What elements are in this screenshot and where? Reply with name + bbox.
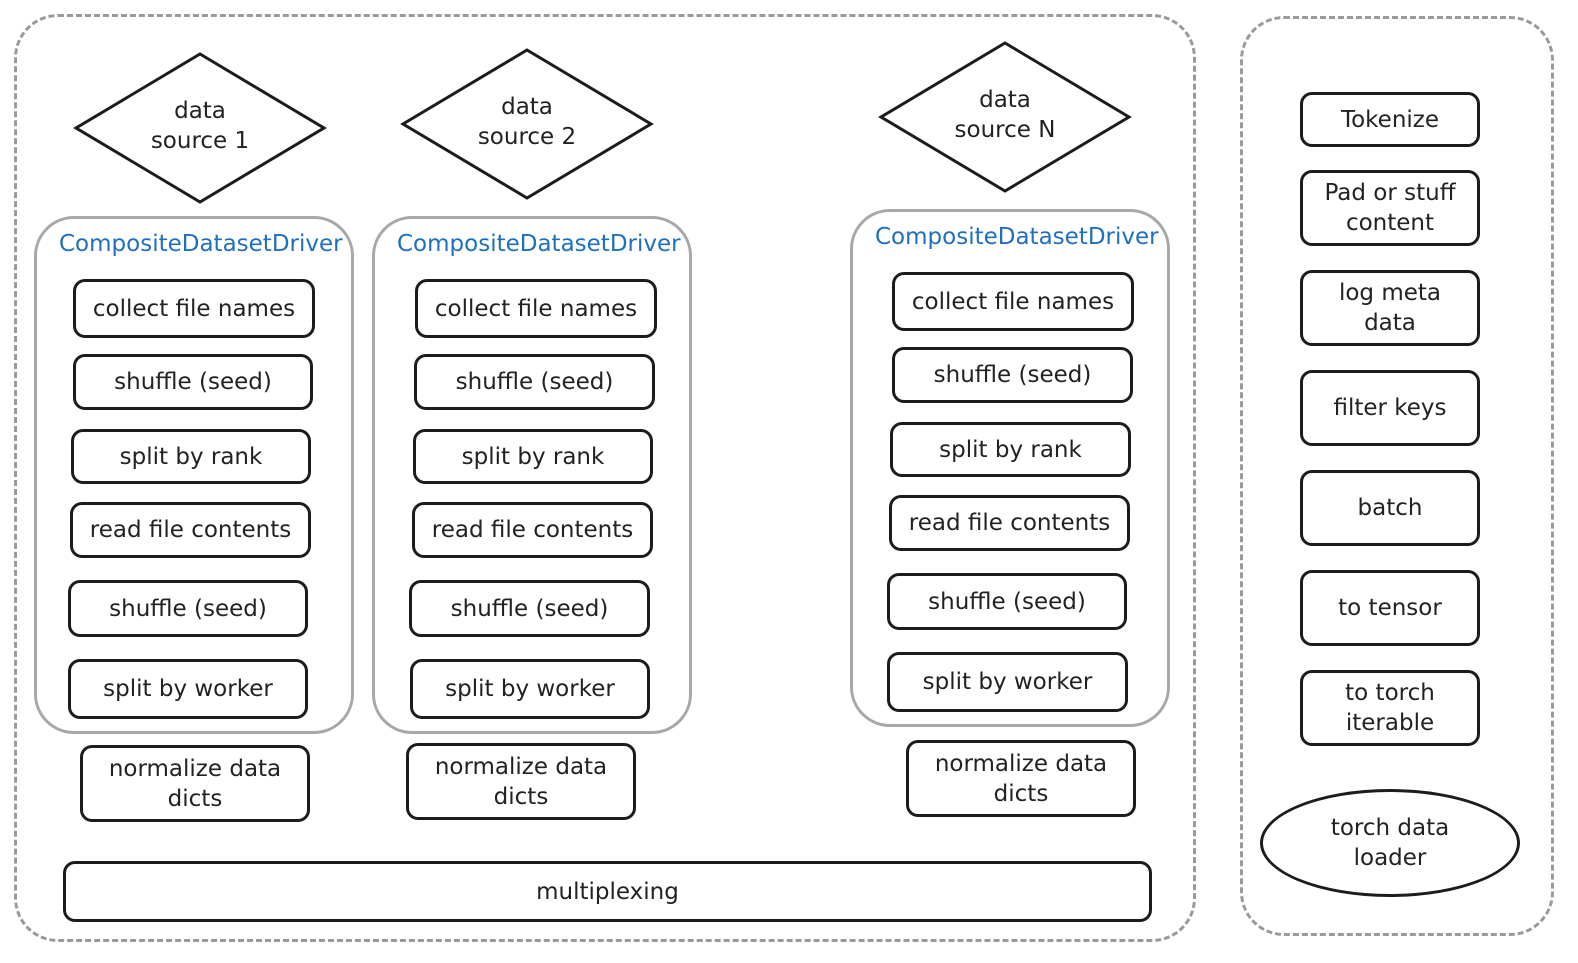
shuffle-seed-box-na: shuffle (seed) <box>892 347 1133 403</box>
batch-box: batch <box>1300 470 1480 546</box>
split-by-rank-box-n: split by rank <box>890 422 1131 477</box>
tokenize-box: Tokenize <box>1300 92 1480 147</box>
shuffle-seed-box-2a: shuffle (seed) <box>414 354 655 410</box>
data-source-1-label: data source 1 <box>150 98 250 154</box>
log-meta-data-box: log meta data <box>1300 270 1480 346</box>
to-tensor-box: to tensor <box>1300 570 1480 646</box>
torch-data-loader-ellipse: torch data loader <box>1260 789 1520 897</box>
data-source-2-label: data source 2 <box>477 94 577 150</box>
data-source-1-diamond <box>73 52 327 204</box>
normalize-data-dicts-box-2: normalize data dicts <box>406 743 636 820</box>
read-file-contents-box-2: read file contents <box>412 502 653 558</box>
data-sources-panel <box>14 14 1196 942</box>
split-by-worker-box-n: split by worker <box>887 652 1128 712</box>
split-by-rank-box-2: split by rank <box>413 429 653 484</box>
collect-file-names-box-n: collect file names <box>892 272 1134 331</box>
pipeline-panel <box>1240 16 1554 936</box>
shuffle-seed-box-2b: shuffle (seed) <box>409 580 650 637</box>
driver-2-label: CompositeDatasetDriver <box>397 231 681 257</box>
shuffle-seed-box-1b: shuffle (seed) <box>68 580 308 637</box>
collect-file-names-box-1: collect file names <box>73 279 315 338</box>
split-by-worker-box-2: split by worker <box>410 659 650 719</box>
data-source-n-label: data source N <box>954 87 1056 143</box>
composite-dataset-driver-1: CompositeDatasetDriver <box>34 216 354 734</box>
collect-file-names-box-2: collect file names <box>415 279 657 338</box>
data-source-2-diamond <box>400 48 654 200</box>
split-by-rank-box-1: split by rank <box>71 429 311 484</box>
driver-1-label: CompositeDatasetDriver <box>59 231 343 257</box>
normalize-data-dicts-box-n: normalize data dicts <box>906 740 1136 817</box>
composite-dataset-driver-2: CompositeDatasetDriver <box>372 216 692 734</box>
driver-n-label: CompositeDatasetDriver <box>875 224 1159 250</box>
to-torch-iterable-box: to torch iterable <box>1300 670 1480 746</box>
filter-keys-box: filter keys <box>1300 370 1480 446</box>
read-file-contents-box-n: read file contents <box>889 495 1130 551</box>
shuffle-seed-box-nb: shuffle (seed) <box>887 573 1127 630</box>
split-by-worker-box-1: split by worker <box>68 659 308 719</box>
normalize-data-dicts-box-1: normalize data dicts <box>80 745 310 822</box>
data-source-n-diamond <box>878 41 1132 193</box>
pad-or-stuff-content-box: Pad or stuff content <box>1300 170 1480 246</box>
composite-dataset-driver-n: CompositeDatasetDriver <box>850 209 1170 727</box>
multiplexing-box: multiplexing <box>63 861 1152 922</box>
read-file-contents-box-1: read file contents <box>70 502 311 558</box>
shuffle-seed-box-1a: shuffle (seed) <box>73 354 313 410</box>
